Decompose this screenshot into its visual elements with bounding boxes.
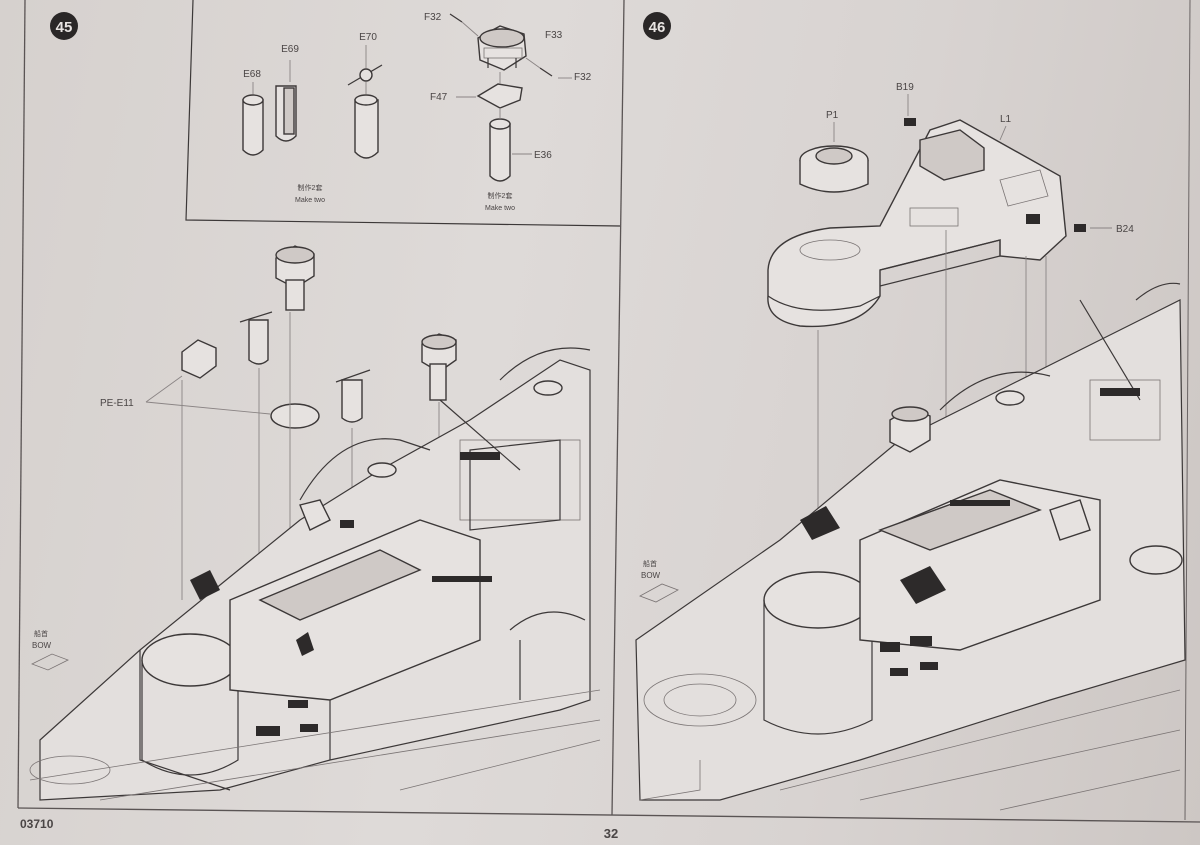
label-e68: E68 bbox=[243, 69, 261, 80]
column-e68-e69-a bbox=[239, 311, 273, 365]
part-p1-platform bbox=[799, 145, 869, 193]
bow-cn-46: 船首 bbox=[643, 559, 657, 568]
part-b19 bbox=[904, 118, 916, 126]
part-f47-platform bbox=[476, 72, 523, 109]
bow-marker-46: 船首 BOW bbox=[639, 559, 679, 603]
label-f32-right: F32 bbox=[574, 72, 592, 83]
bow-label-45: BOW bbox=[32, 641, 52, 650]
part-e68 bbox=[242, 82, 264, 156]
pe-e11-frame-b bbox=[270, 403, 320, 429]
bow-marker-45: 船首 BOW bbox=[31, 629, 69, 671]
part-f32-right bbox=[525, 57, 553, 77]
searchlight-tower-a bbox=[275, 245, 315, 311]
make-two-left-cn: 制作2套 bbox=[298, 183, 323, 192]
label-f32-top: F32 bbox=[424, 12, 442, 23]
left-frame-line bbox=[17, 0, 26, 809]
right-frame-line bbox=[1184, 0, 1191, 821]
step-45-badge: 45 bbox=[50, 12, 78, 40]
detail-inset-frame bbox=[185, 0, 621, 227]
column-e70-b bbox=[335, 369, 371, 423]
bow-arrow-icon bbox=[31, 653, 69, 671]
part-f32-top bbox=[449, 13, 479, 37]
label-p1: P1 bbox=[826, 110, 839, 121]
pe-e11-frame-a bbox=[181, 339, 217, 379]
step-divider-line bbox=[611, 0, 625, 816]
part-e70 bbox=[347, 45, 383, 159]
step-45-number: 45 bbox=[56, 19, 73, 36]
label-e36: E36 bbox=[534, 150, 552, 161]
part-f33-searchlight bbox=[477, 25, 527, 71]
label-e70: E70 bbox=[359, 32, 377, 43]
label-e69: E69 bbox=[281, 44, 299, 55]
step-46-badge: 46 bbox=[643, 12, 671, 40]
part-e69 bbox=[275, 60, 297, 142]
bow-cn-45: 船首 bbox=[34, 629, 48, 638]
ship-superstructure-45 bbox=[29, 347, 601, 801]
label-l1: L1 bbox=[1000, 114, 1012, 125]
ship-superstructure-46 bbox=[635, 282, 1186, 811]
make-two-left: Make two bbox=[295, 197, 325, 204]
make-two-right: Make two bbox=[485, 205, 515, 212]
part-b24 bbox=[1074, 224, 1086, 232]
part-e36-column bbox=[489, 108, 511, 182]
make-two-right-cn: 制作2套 bbox=[488, 191, 513, 200]
part-l1-bridge-deck bbox=[767, 119, 1067, 328]
page-number: 32 bbox=[604, 826, 618, 841]
searchlight-tower-b bbox=[421, 333, 457, 401]
label-pe-e11: PE-E11 bbox=[100, 398, 134, 409]
step-46-number: 46 bbox=[649, 19, 666, 36]
bow-arrow-icon bbox=[639, 583, 679, 603]
label-b24: B24 bbox=[1116, 224, 1134, 235]
bow-label-46: BOW bbox=[641, 571, 661, 580]
label-f33: F33 bbox=[545, 30, 563, 41]
label-f47: F47 bbox=[430, 92, 448, 103]
catalog-number: 03710 bbox=[20, 817, 54, 831]
bottom-frame-line bbox=[17, 807, 1200, 823]
label-b19: B19 bbox=[896, 82, 914, 93]
